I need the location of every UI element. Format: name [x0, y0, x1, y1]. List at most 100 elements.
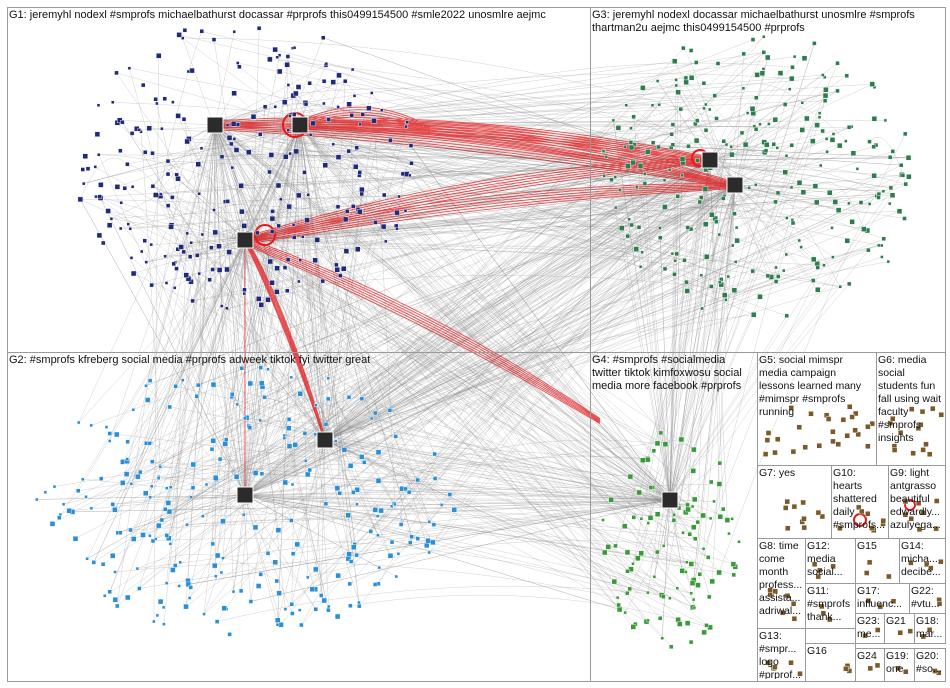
node-avatar-icon — [165, 582, 168, 585]
node-avatar-icon — [804, 116, 809, 121]
node-avatar-icon — [782, 269, 785, 272]
node-avatar-icon — [322, 102, 325, 105]
node-avatar-icon — [166, 204, 170, 208]
node-avatar-icon — [130, 482, 133, 485]
node-avatar-icon — [67, 508, 72, 513]
node-avatar-icon — [625, 550, 630, 555]
node-avatar-icon — [728, 532, 731, 535]
node-avatar-icon — [366, 106, 371, 111]
node-avatar-icon — [359, 187, 364, 192]
node-avatar-icon — [707, 595, 711, 599]
node-avatar-icon — [50, 521, 55, 526]
node-avatar-icon — [735, 238, 740, 243]
node-avatar-icon — [201, 515, 204, 518]
node-avatar-icon — [433, 477, 437, 481]
node-avatar-icon — [903, 132, 907, 136]
node-avatar-icon — [735, 226, 738, 229]
node-avatar-icon — [303, 431, 307, 435]
node-avatar-icon — [648, 515, 653, 520]
node-avatar-icon — [722, 139, 726, 143]
node-avatar-icon — [890, 193, 895, 198]
node-avatar-icon — [639, 265, 642, 268]
node-avatar-icon — [398, 195, 401, 198]
node-avatar-icon — [798, 239, 801, 242]
node-avatar-icon — [725, 143, 728, 146]
node-avatar-icon — [884, 119, 887, 122]
node-avatar-icon — [718, 233, 721, 236]
node-avatar-icon — [882, 190, 885, 193]
node-avatar-icon — [686, 507, 691, 512]
node-avatar-icon — [217, 268, 222, 273]
node-avatar-icon — [837, 526, 842, 531]
node-avatar-icon — [97, 233, 102, 238]
node-avatar-icon — [277, 224, 281, 228]
node-avatar-icon — [788, 88, 791, 91]
node-avatar-icon — [107, 223, 112, 228]
node-avatar-icon — [691, 505, 694, 508]
node-avatar-icon — [229, 142, 233, 146]
node-avatar-icon — [785, 253, 788, 256]
node-avatar-icon — [303, 170, 307, 174]
node-avatar-icon — [183, 28, 187, 32]
node-avatar-icon — [147, 441, 151, 445]
node-avatar-icon — [821, 611, 826, 616]
node-avatar-icon — [819, 164, 822, 167]
node-avatar-icon — [917, 527, 922, 532]
node-avatar-icon — [335, 486, 340, 491]
node-avatar-icon — [866, 598, 871, 603]
node-avatar-icon — [825, 137, 828, 140]
node-avatar-icon — [428, 520, 431, 523]
node-avatar-icon — [856, 167, 859, 170]
hub-avatar-icon — [662, 492, 678, 508]
node-avatar-icon — [298, 391, 303, 396]
node-avatar-icon — [376, 450, 381, 455]
group-box-g15 — [856, 539, 900, 584]
node-avatar-icon — [138, 128, 141, 131]
gray-edge-bundle — [37, 28, 909, 647]
node-avatar-icon — [212, 38, 216, 42]
node-avatar-icon — [701, 307, 704, 310]
node-avatar-icon — [731, 562, 736, 567]
node-avatar-icon — [226, 124, 229, 127]
node-avatar-icon — [643, 172, 646, 175]
node-avatar-icon — [836, 61, 840, 65]
node-avatar-icon — [682, 531, 685, 534]
node-avatar-icon — [242, 513, 245, 516]
node-avatar-icon — [233, 30, 236, 33]
node-avatar-icon — [287, 444, 292, 449]
node-avatar-icon — [347, 149, 351, 153]
node-avatar-icon — [702, 630, 707, 635]
node-avatar-icon — [338, 491, 342, 495]
hub-avatar-icon — [237, 487, 253, 503]
node-avatar-icon — [53, 485, 56, 488]
node-avatar-icon — [223, 441, 228, 446]
node-avatar-icon — [220, 305, 223, 308]
node-avatar-icon — [868, 140, 872, 144]
node-avatar-icon — [135, 474, 140, 479]
node-avatar-icon — [83, 154, 88, 159]
node-avatar-icon — [673, 513, 676, 516]
node-avatar-icon — [868, 202, 871, 205]
node-avatar-icon — [156, 53, 161, 58]
node-avatar-icon — [374, 220, 378, 224]
node-avatar-icon — [703, 222, 708, 227]
node-avatar-icon — [270, 280, 275, 285]
node-avatar-icon — [406, 121, 409, 124]
node-avatar-icon — [655, 550, 659, 554]
node-avatar-icon — [213, 475, 218, 480]
node-avatar-icon — [606, 544, 611, 549]
node-avatar-icon — [731, 244, 734, 247]
node-avatar-icon — [698, 200, 702, 204]
node-avatar-icon — [709, 480, 713, 484]
node-avatar-icon — [934, 499, 939, 504]
node-avatar-icon — [809, 411, 814, 416]
node-avatar-icon — [355, 247, 360, 252]
node-avatar-icon — [211, 382, 216, 387]
node-avatar-icon — [776, 146, 779, 149]
node-avatar-icon — [718, 461, 722, 465]
node-avatar-icon — [705, 623, 709, 627]
node-avatar-icon — [802, 56, 807, 61]
node-avatar-icon — [701, 513, 706, 518]
